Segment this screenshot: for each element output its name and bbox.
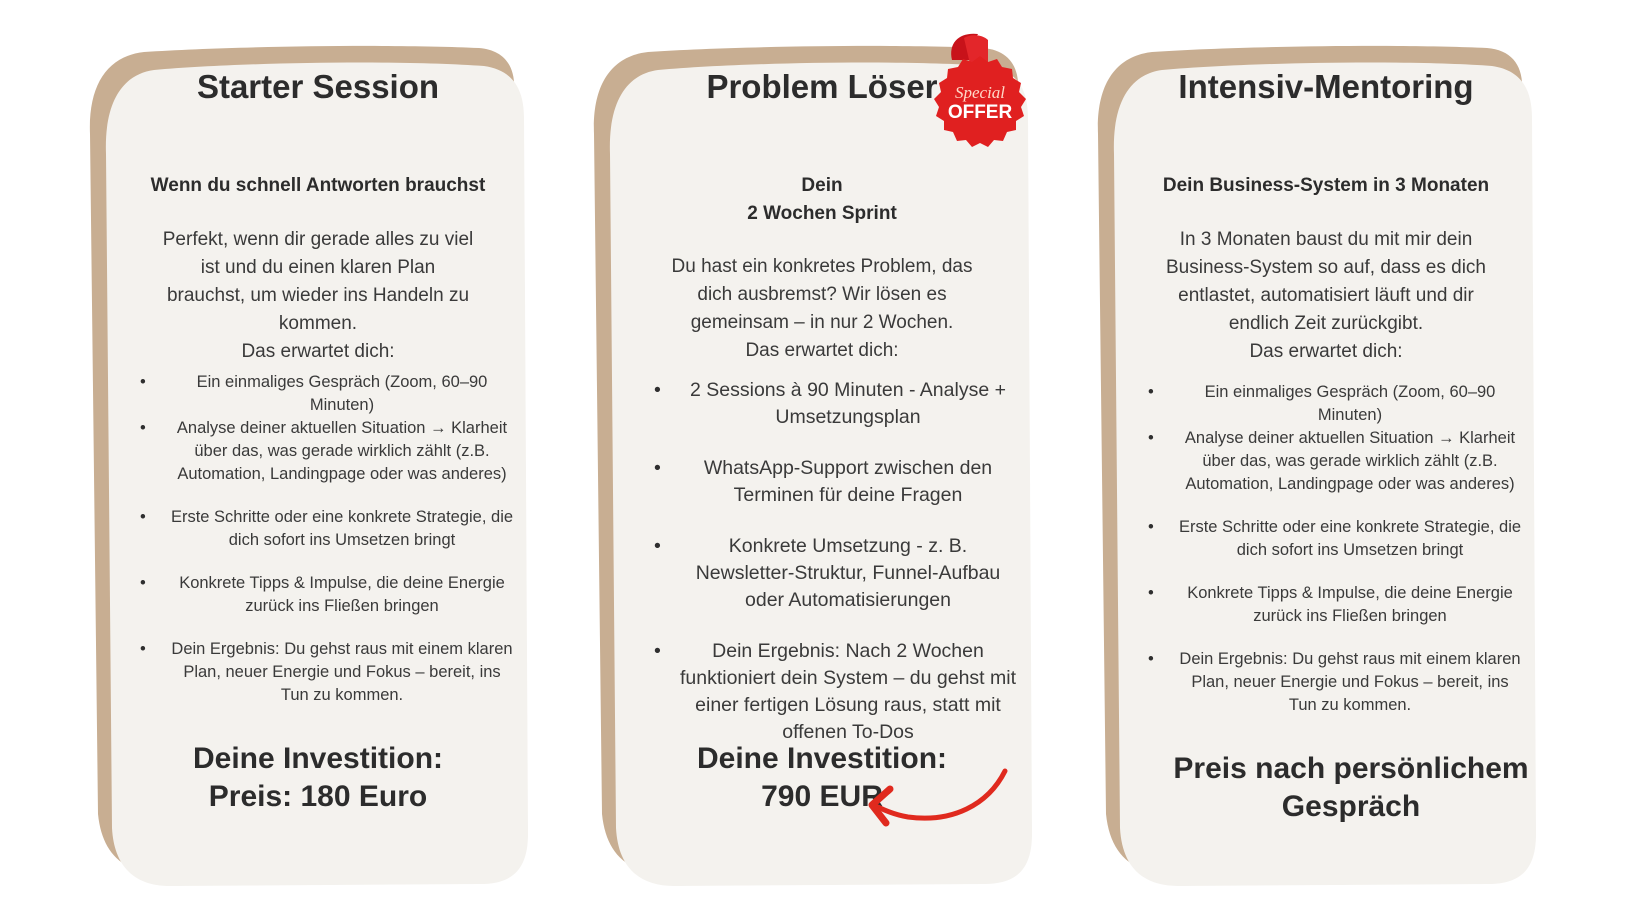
list-item: Analyse deiner aktuellen Situation → Kla… [140, 417, 514, 486]
pricing-card-intensiv-mentoring: Intensiv-Mentoring Dein Business-System … [1092, 44, 1542, 910]
card-title: Intensiv-Mentoring [1178, 68, 1474, 105]
feature-list: Ein einmaliges Gespräch (Zoom, 60–90 Min… [1148, 381, 1522, 717]
list-item: 2 Sessions à 90 Minuten - Analyse + Umse… [654, 377, 1018, 431]
card-content: Intensiv-Mentoring Dein Business-System … [1110, 68, 1542, 910]
list-item: Dein Ergebnis: Du gehst raus mit einem k… [140, 638, 514, 707]
pricing-card-starter: Starter Session Wenn du schnell Antworte… [84, 44, 534, 910]
price-value: Gespräch [1281, 790, 1421, 823]
card-subtitle: Dein Business-System in 3 Monaten [1162, 175, 1490, 196]
special-offer-badge: Special OFFER [934, 33, 1026, 147]
price-value: 790 EUR [761, 780, 883, 813]
price-label: Deine Investition: [192, 742, 444, 775]
pricing-card-problem-loeser: Problem Löser Dein 2 Wochen Sprint Du ha… [588, 44, 1038, 910]
list-item: Konkrete Umsetzung - z. B. Newsletter-St… [654, 533, 1018, 614]
price-label: Deine Investition: [696, 742, 948, 775]
list-item: Erste Schritte oder eine konkrete Strate… [140, 506, 514, 552]
card-intro: In 3 Monaten baust du mit mir dein Busin… [1166, 229, 1486, 362]
list-item: Ein einmaliges Gespräch (Zoom, 60–90 Min… [140, 371, 514, 417]
list-item: Ein einmaliges Gespräch (Zoom, 60–90 Min… [1148, 381, 1522, 427]
card-title: Problem Löser [706, 68, 938, 105]
list-item: Dein Ergebnis: Nach 2 Wochen funktionier… [654, 638, 1018, 746]
card-subtitle: Dein 2 Wochen Sprint [747, 175, 897, 224]
card-content: Starter Session Wenn du schnell Antworte… [102, 68, 534, 910]
list-item: WhatsApp-Support zwischen den Terminen f… [654, 455, 1018, 509]
card-intro: Du hast ein konkretes Problem, das dich … [671, 256, 973, 361]
price-value: Preis: 180 Euro [208, 780, 428, 813]
badge-line1: Special [955, 83, 1005, 102]
card-subtitle: Wenn du schnell Antworten brauchst [150, 175, 486, 196]
price-block: Deine Investition: Preis: 180 Euro [102, 740, 534, 816]
feature-list: Ein einmaliges Gespräch (Zoom, 60–90 Min… [140, 371, 514, 707]
list-item: Erste Schritte oder eine konkrete Strate… [1148, 516, 1522, 562]
price-label: Preis nach persönlichem [1173, 752, 1529, 785]
list-item: Konkrete Tipps & Impulse, die deine Ener… [140, 572, 514, 618]
card-intro: Perfekt, wenn dir gerade alles zu viel i… [162, 229, 474, 362]
list-item: Analyse deiner aktuellen Situation → Kla… [1148, 427, 1522, 496]
list-item: Konkrete Tipps & Impulse, die deine Ener… [1148, 582, 1522, 628]
price-block: Deine Investition: 790 EUR [606, 740, 1038, 816]
list-item: Dein Ergebnis: Du gehst raus mit einem k… [1148, 648, 1522, 717]
pointing-arrow-icon [868, 768, 1008, 827]
price-block: Preis nach persönlichem Gespräch [1140, 750, 1562, 826]
feature-list: 2 Sessions à 90 Minuten - Analyse + Umse… [654, 377, 1018, 746]
card-title: Starter Session [196, 68, 440, 105]
badge-line2: OFFER [948, 102, 1013, 123]
card-content: Problem Löser Dein 2 Wochen Sprint Du ha… [606, 68, 1038, 910]
